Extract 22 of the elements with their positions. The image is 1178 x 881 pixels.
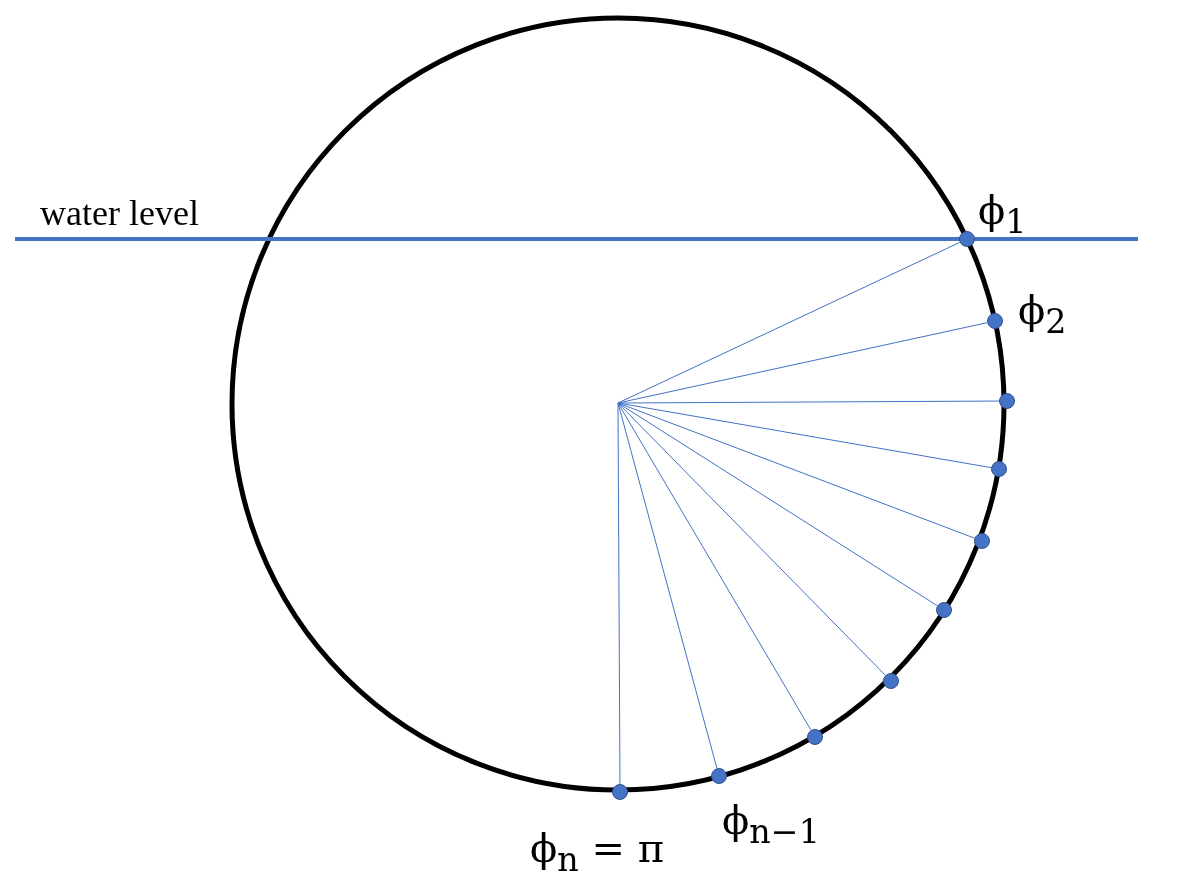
point-marker [711, 768, 727, 784]
angle-label: ϕ$_{n−1}$ [722, 800, 820, 849]
radius-line [617, 402, 621, 785]
point-marker [936, 602, 952, 618]
radius-line [617, 402, 938, 607]
angle-label: ϕ$_{n}$ = π [530, 828, 664, 877]
angle-label: ϕ$_{2}$ [1018, 290, 1067, 339]
point-marker [883, 673, 899, 689]
line-label: water level [40, 195, 199, 231]
radius-line [617, 402, 812, 731]
radius-line [617, 402, 975, 539]
point-marker [991, 461, 1007, 477]
radius-line [617, 400, 1000, 404]
point-marker [974, 533, 990, 549]
angle-label: ϕ$_{1}$ [978, 190, 1027, 239]
point-marker [807, 729, 823, 745]
point-marker [999, 393, 1015, 409]
point-marker [612, 784, 628, 800]
radius-line [617, 402, 886, 676]
radius-line [617, 241, 961, 404]
point-marker [987, 313, 1003, 329]
point-marker [959, 231, 975, 247]
